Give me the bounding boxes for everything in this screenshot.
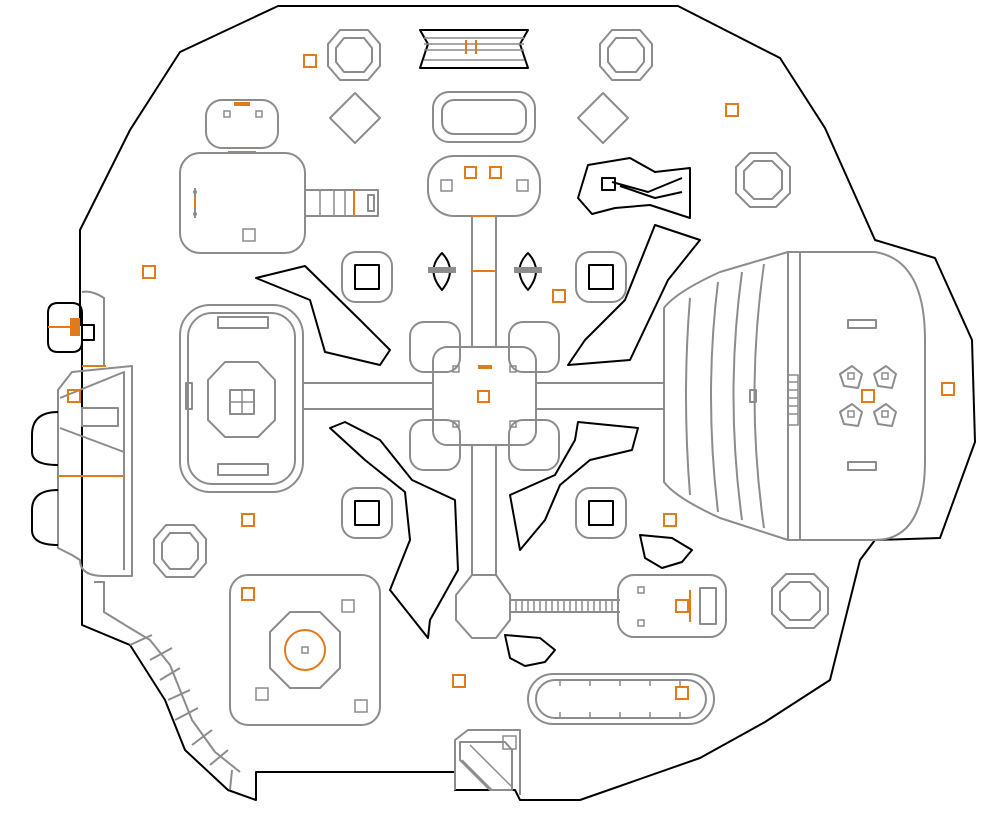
item-marker	[303, 54, 317, 68]
item-marker	[675, 686, 689, 700]
item-marker	[142, 265, 156, 279]
item-marker	[675, 599, 689, 613]
item-marker	[67, 389, 81, 403]
item-marker	[941, 382, 955, 396]
east-arena	[663, 251, 926, 541]
item-marker	[725, 103, 739, 117]
item-marker	[663, 513, 677, 527]
octagon-pillars	[153, 29, 829, 629]
left-wing	[31, 290, 133, 577]
item-marker	[552, 289, 566, 303]
square-pillars	[341, 251, 627, 539]
central-hub	[303, 321, 664, 639]
item-marker	[452, 674, 466, 688]
item-markers	[67, 54, 955, 700]
top-left-rooms	[179, 99, 379, 254]
eye-lamps	[428, 252, 542, 291]
southwest-room	[229, 574, 381, 726]
item-marker	[241, 513, 255, 527]
outer-wall	[79, 5, 976, 801]
west-hall	[179, 304, 304, 493]
item-marker	[861, 389, 875, 403]
zigzag-walls	[255, 157, 701, 667]
item-marker	[241, 587, 255, 601]
southeast-rooms	[527, 574, 727, 725]
diamond-pillars	[329, 92, 629, 144]
top-center	[419, 29, 541, 348]
